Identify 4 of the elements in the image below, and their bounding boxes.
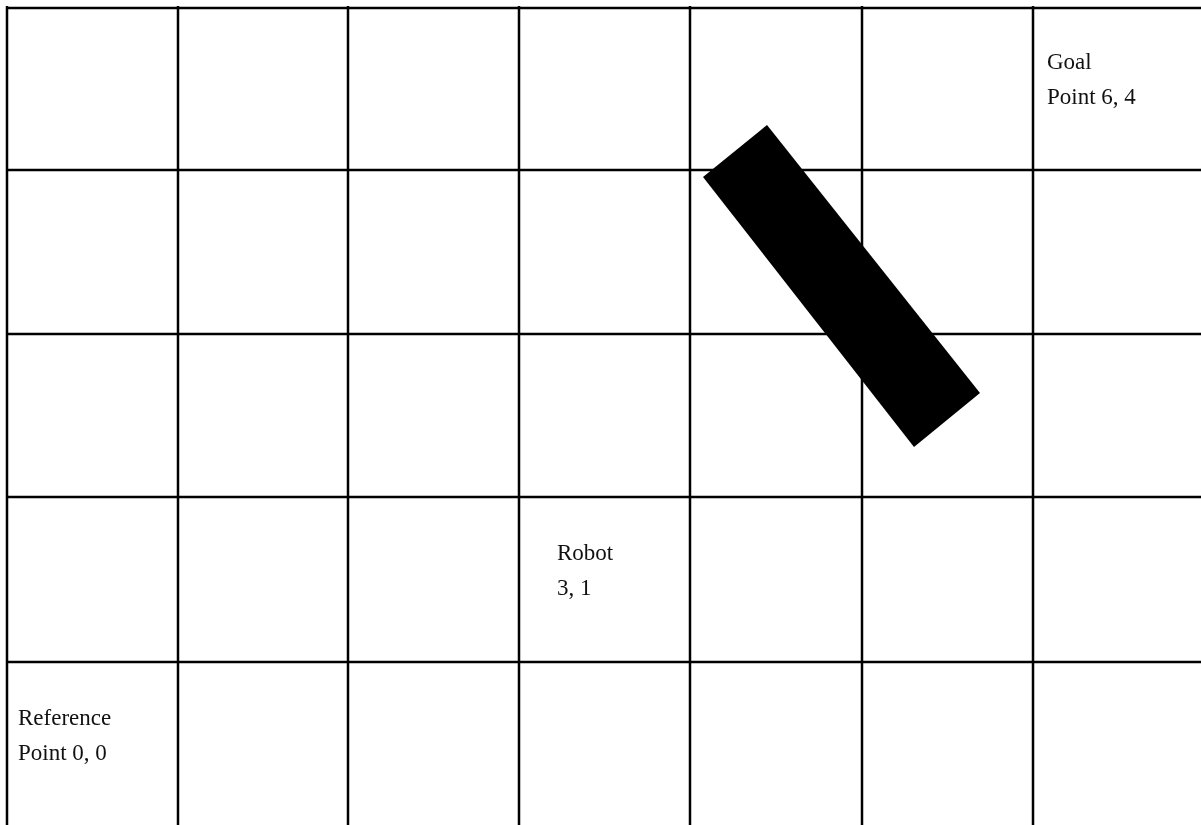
cell-label: Reference Point 0, 0	[18, 704, 112, 767]
obstacle-bar	[703, 125, 980, 447]
cell-label: Goal Point 6, 4	[1047, 48, 1136, 111]
cell-label: Robot 3, 1	[557, 539, 614, 602]
